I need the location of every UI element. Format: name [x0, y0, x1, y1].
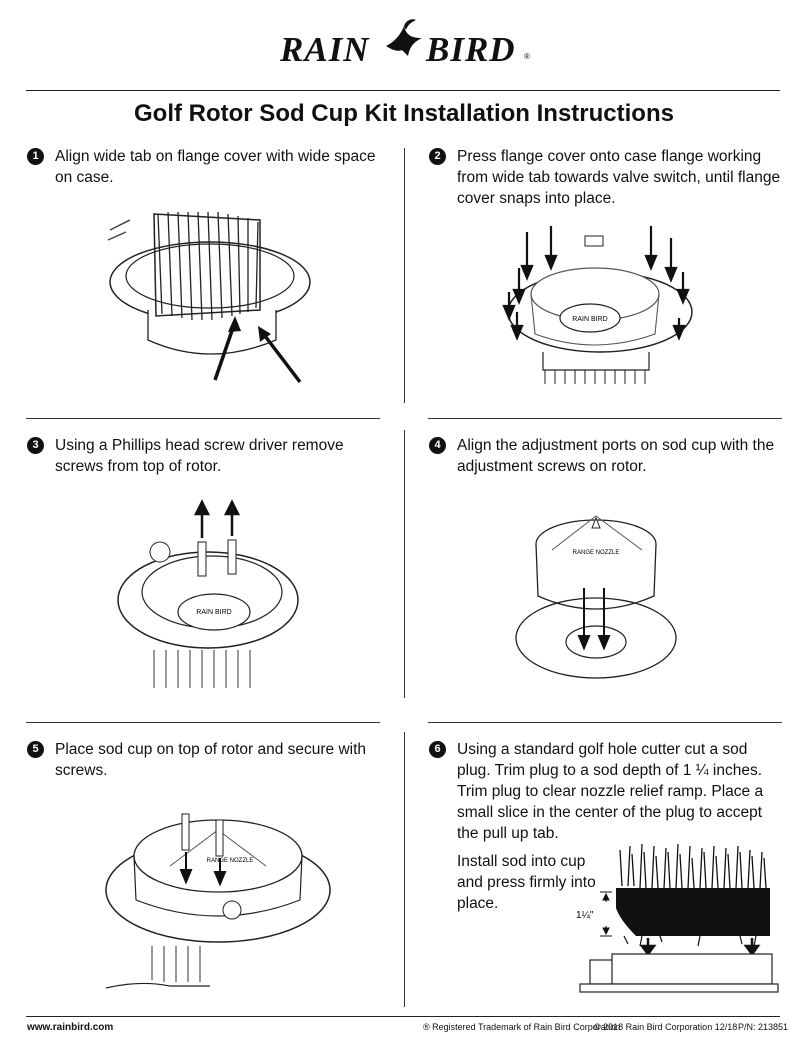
divider-row-1-right	[428, 418, 782, 419]
logo-text-bird: BIRD	[426, 30, 516, 69]
rain-bird-logo: RAIN BIRD ®	[276, 14, 532, 70]
footer-rule	[26, 1016, 780, 1017]
step-6-subtext: Install sod into cup and press firmly in…	[457, 853, 596, 912]
divider-vertical-3	[404, 732, 405, 1007]
website-link[interactable]: www.rainbird.com	[27, 1022, 114, 1033]
step-text: Using a Phillips head screw driver remov…	[55, 437, 344, 475]
remove-screws-diagram: RAIN BIRD	[117, 499, 299, 688]
registered-mark: ®	[524, 52, 530, 61]
step-number: 6	[429, 741, 446, 758]
sod-depth-label: 1¼"	[576, 909, 594, 921]
step-number: 3	[27, 437, 44, 454]
step-number: 4	[429, 437, 446, 454]
step-number: 2	[429, 148, 446, 165]
page-title: Golf Rotor Sod Cup Kit Installation Inst…	[134, 100, 674, 127]
sod-plug-diagram: 1¼"	[576, 843, 779, 993]
rotor-brand-label: RAIN BIRD	[572, 316, 607, 323]
step-text: Place sod cup on top of rotor and secure…	[55, 741, 367, 779]
logo-text-rain: RAIN	[280, 30, 370, 69]
secure-sod-cup-diagram: RANGE NOZZLE	[105, 813, 331, 989]
divider-vertical-2	[404, 430, 405, 698]
part-number: P/N: 213851	[738, 1022, 789, 1032]
header-rule	[26, 90, 780, 91]
step-text: Using a standard golf hole cutter cut a …	[457, 741, 764, 842]
divider-row-2-right	[428, 722, 782, 723]
range-nozzle-label: RANGE NOZZLE	[207, 858, 254, 864]
divider-row-2-left	[26, 722, 380, 723]
step-number: 5	[27, 741, 44, 758]
copyright-notice: © 2018 Rain Bird Corporation 12/18	[594, 1022, 738, 1032]
press-flange-diagram: RAIN BIRD	[502, 226, 693, 384]
rotor-brand-label: RAIN BIRD	[196, 609, 231, 616]
divider-row-1-left	[26, 418, 380, 419]
divider-vertical-1	[404, 148, 405, 403]
trademark-notice: ® Registered Trademark of Rain Bird Corp…	[423, 1022, 621, 1032]
step-text: Press flange cover onto case flange work…	[457, 148, 781, 207]
flange-cover-diagram	[107, 211, 311, 384]
step-text: Align the adjustment ports on sod cup wi…	[457, 437, 775, 475]
step-number: 1	[27, 148, 44, 165]
range-nozzle-label: RANGE NOZZLE	[573, 550, 620, 556]
bird-icon	[386, 19, 422, 56]
step-text: Align wide tab on flange cover with wide…	[55, 148, 376, 186]
align-ports-diagram: RANGE NOZZLE	[515, 515, 677, 679]
